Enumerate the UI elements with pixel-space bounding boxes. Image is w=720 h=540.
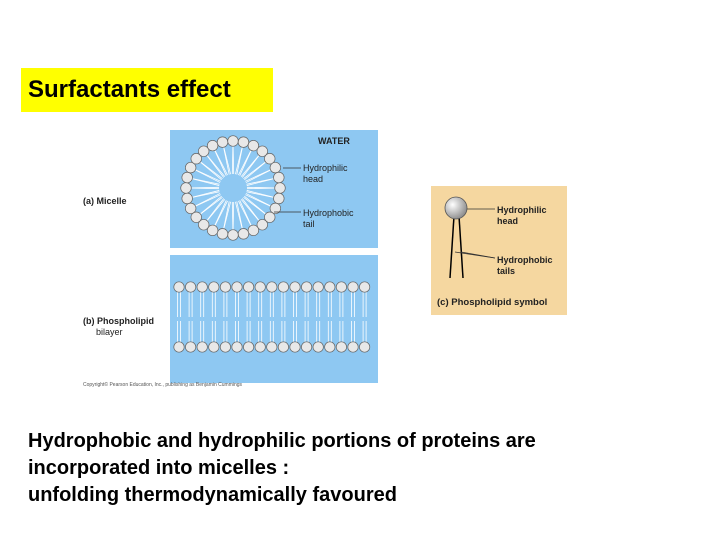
hydrophobic-tail-label-2: tail bbox=[303, 219, 315, 229]
bilayer-label-line2: bilayer bbox=[96, 327, 123, 337]
hydrophobic-tail-label-1: Hydrophobic bbox=[303, 208, 354, 218]
bilayer-panel bbox=[170, 255, 378, 383]
symbol-panel bbox=[431, 186, 567, 315]
symbol-hydrophilic-label-1: Hydrophilic bbox=[497, 205, 547, 215]
copyright-text: Copyright© Pearson Education, Inc., publ… bbox=[83, 382, 243, 388]
symbol-caption: (c) Phospholipid symbol bbox=[437, 297, 548, 308]
hydrophilic-head-label-1: Hydrophilic bbox=[303, 163, 348, 173]
micelle-panel bbox=[170, 130, 378, 248]
water-label: WATER bbox=[318, 136, 350, 146]
hydrophilic-head-label-2: head bbox=[303, 174, 324, 184]
caption-line-2: incorporated into micelles : bbox=[28, 457, 290, 479]
micelle-illustration bbox=[180, 135, 286, 241]
caption-line-3: unfolding thermodynamically favoured bbox=[28, 484, 397, 506]
symbol-hydrophobic-label-2: tails bbox=[497, 266, 516, 276]
caption-text: Hydrophobic and hydrophilic portions of … bbox=[28, 428, 708, 509]
bilayer-label-line1: (b) Phospholipid bbox=[83, 316, 154, 326]
symbol-hydrophobic-label-1: Hydrophobic bbox=[497, 255, 553, 265]
slide-title: Surfactants effect bbox=[21, 68, 273, 112]
bilayer-illustration bbox=[173, 281, 371, 353]
symbol-hydrophilic-label-2: head bbox=[497, 216, 519, 226]
micelle-label: (a) Micelle bbox=[83, 196, 127, 206]
caption-line-1: Hydrophobic and hydrophilic portions of … bbox=[28, 430, 536, 452]
